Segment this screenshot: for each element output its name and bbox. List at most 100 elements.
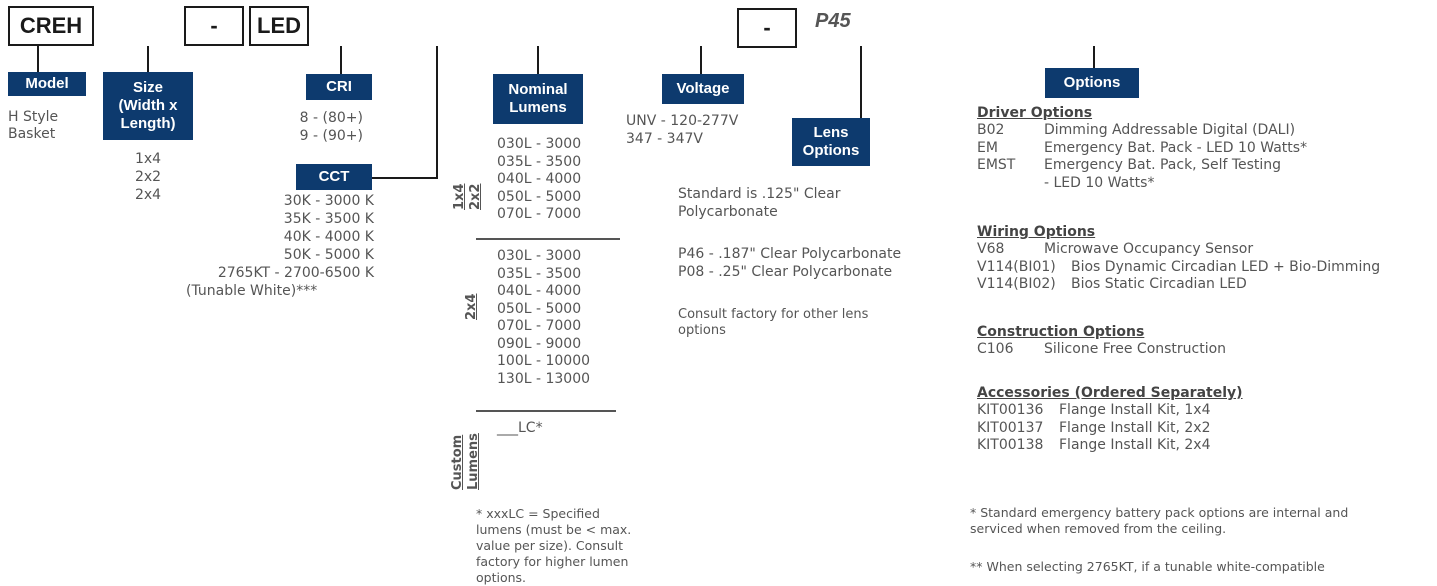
- model-line-1: H Style: [8, 109, 59, 125]
- connector-cct-v: [436, 46, 438, 179]
- connector-lumens: [537, 46, 539, 74]
- lumens-g1-040: 040L - 4000: [497, 171, 582, 187]
- wiring-code: V114(BI01): [977, 258, 1056, 275]
- connector-size: [147, 46, 149, 72]
- cct-50k: 50K - 5000 K: [283, 247, 374, 263]
- accessory-desc: Flange Install Kit, 1x4: [1059, 402, 1211, 418]
- lumens-g1-030: 030L - 3000: [497, 136, 582, 152]
- separator-box-2: -: [737, 8, 797, 48]
- connector-lens: [860, 46, 862, 118]
- lumens-g1-035: 035L - 3500: [497, 153, 582, 170]
- wiring-options-title: Wiring Options: [977, 224, 1096, 240]
- lumens-divider-1: [476, 238, 620, 240]
- lumens-g1-070: 070L - 7000: [497, 206, 582, 222]
- wiring-desc: Microwave Occupancy Sensor: [1044, 241, 1254, 257]
- voltage-unv: UNV - 120-277V: [626, 113, 739, 129]
- lumens-group1-label: 1x4 2x2: [452, 183, 483, 210]
- lumens-g2-030: 030L - 3000: [497, 248, 582, 264]
- connector-cct-h: [372, 177, 438, 179]
- accessories-title: Accessories (Ordered Separately): [977, 385, 1243, 401]
- lumens-g2-090: 090L - 9000: [497, 335, 582, 352]
- driver-desc: Dimming Addressable Digital (DALI): [1044, 122, 1296, 138]
- wiring-code: V114(BI02): [977, 276, 1056, 292]
- wiring-desc: Bios Static Circadian LED: [1071, 276, 1247, 292]
- lumens-g2-040: 040L - 4000: [497, 283, 582, 299]
- driver-option-emst: EMST Emergency Bat. Pack, Self Testing -…: [977, 157, 1317, 192]
- header-lens-options: Lens Options: [792, 118, 870, 166]
- wiring-options-list: V68 Microwave Occupancy Sensor V114(BI01…: [977, 241, 1397, 294]
- driver-options-list: B02 Dimming Addressable Digital (DALI) E…: [977, 122, 1317, 192]
- lens-consult: Consult factory for other lens options: [678, 307, 869, 338]
- accessories-list: KIT00136 Flange Install Kit, 1x4 KIT0013…: [977, 402, 1317, 455]
- separator-box-1: -: [184, 6, 244, 46]
- cct-40k: 40K - 4000 K: [283, 229, 374, 245]
- cct-2765kt: 2765KT - 2700-6500 K: [217, 265, 374, 281]
- construction-options-list: C106 Silicone Free Construction: [977, 341, 1317, 359]
- lumens-g2-070: 070L - 7000: [497, 318, 582, 334]
- voltage-347: 347 - 347V: [626, 131, 703, 147]
- lens-p46: P46 - .187" Clear Polycarbonate: [678, 246, 902, 262]
- cri-8: 8 - (80+): [299, 110, 363, 126]
- lumens-g2-035: 035L - 3500: [497, 265, 582, 282]
- size-2x2: 2x2: [134, 169, 162, 185]
- header-cct: CCT: [296, 164, 372, 190]
- accessory-desc: Flange Install Kit, 2x2: [1059, 419, 1211, 436]
- lumens-g1-050: 050L - 5000: [497, 188, 582, 205]
- model-line-2: Basket: [8, 126, 56, 142]
- lens-standard: Standard is .125" Clear Polycarbonate: [678, 186, 841, 220]
- header-model: Model: [8, 72, 86, 96]
- driver-desc: Emergency Bat. Pack, Self Testing - LED …: [1044, 157, 1282, 191]
- accessory-code: KIT00137: [977, 419, 1044, 436]
- lumens-custom-value: ___LC*: [497, 420, 543, 436]
- cri-9: 9 - (90+): [299, 128, 363, 144]
- driver-code: EM: [977, 139, 998, 156]
- accessory-desc: Flange Install Kit, 2x4: [1059, 437, 1211, 453]
- wiring-option-bi01: V114(BI01) Bios Dynamic Circadian LED + …: [977, 259, 1397, 277]
- header-nominal-lumens: Nominal Lumens: [493, 74, 583, 124]
- driver-option-b02: B02 Dimming Addressable Digital (DALI): [977, 122, 1317, 140]
- wiring-option-v68: V68 Microwave Occupancy Sensor: [977, 241, 1397, 259]
- lens-code-p45: P45: [815, 10, 851, 32]
- wiring-code: V68: [977, 241, 1005, 257]
- lens-p08: P08 - .25" Clear Polycarbonate: [678, 264, 893, 280]
- header-size: Size (Width x Length): [103, 72, 193, 140]
- size-1x4: 1x4: [134, 151, 162, 167]
- led-code-box: LED: [249, 6, 309, 46]
- size-2x4: 2x4: [134, 187, 162, 203]
- header-voltage: Voltage: [662, 74, 744, 104]
- construction-option-c106: C106 Silicone Free Construction: [977, 341, 1317, 359]
- construction-desc: Silicone Free Construction: [1044, 341, 1227, 357]
- lumens-g2-100: 100L - 10000: [497, 353, 591, 369]
- wiring-desc: Bios Dynamic Circadian LED + Bio-Dimming: [1071, 258, 1381, 275]
- options-footnote-2: ** When selecting 2765KT, if a tunable w…: [970, 559, 1325, 574]
- lumens-custom-label: Custom Lumens: [450, 433, 481, 490]
- driver-options-title: Driver Options: [977, 105, 1093, 121]
- header-options: Options: [1045, 68, 1139, 98]
- construction-code: C106: [977, 341, 1014, 357]
- lumens-group2-list: 030L - 3000 035L - 3500 040L - 4000 050L…: [497, 248, 590, 388]
- options-footnote-1: * Standard emergency battery pack option…: [970, 505, 1349, 536]
- cct-tunable: (Tunable White)***: [186, 283, 318, 299]
- accessory-kit00137: KIT00137 Flange Install Kit, 2x2: [977, 420, 1317, 438]
- driver-option-em: EM Emergency Bat. Pack - LED 10 Watts*: [977, 140, 1317, 158]
- connector-model: [37, 46, 39, 72]
- construction-options-title: Construction Options: [977, 324, 1145, 340]
- accessory-code: KIT00136: [977, 402, 1044, 418]
- model-code-box: CREH: [8, 6, 94, 46]
- connector-voltage: [700, 46, 702, 74]
- lumens-group1-list: 030L - 3000 035L - 3500 040L - 4000 050L…: [497, 136, 581, 224]
- connector-options: [1093, 46, 1095, 68]
- driver-code: EMST: [977, 157, 1016, 173]
- lumens-divider-2: [476, 410, 616, 412]
- cct-35k: 35K - 3500 K: [283, 211, 374, 227]
- lumens-group2-label: 2x4: [464, 293, 479, 320]
- accessory-kit00136: KIT00136 Flange Install Kit, 1x4: [977, 402, 1317, 420]
- lumens-g2-130: 130L - 13000: [497, 370, 591, 387]
- accessory-kit00138: KIT00138 Flange Install Kit, 2x4: [977, 437, 1317, 455]
- driver-desc: Emergency Bat. Pack - LED 10 Watts*: [1044, 139, 1308, 156]
- cct-30k: 30K - 3000 K: [283, 193, 374, 209]
- lumens-footnote: * xxxLC = Specified lumens (must be < ma…: [476, 506, 632, 585]
- lumens-g2-050: 050L - 5000: [497, 300, 582, 317]
- header-cri: CRI: [306, 74, 372, 100]
- connector-cri: [340, 46, 342, 74]
